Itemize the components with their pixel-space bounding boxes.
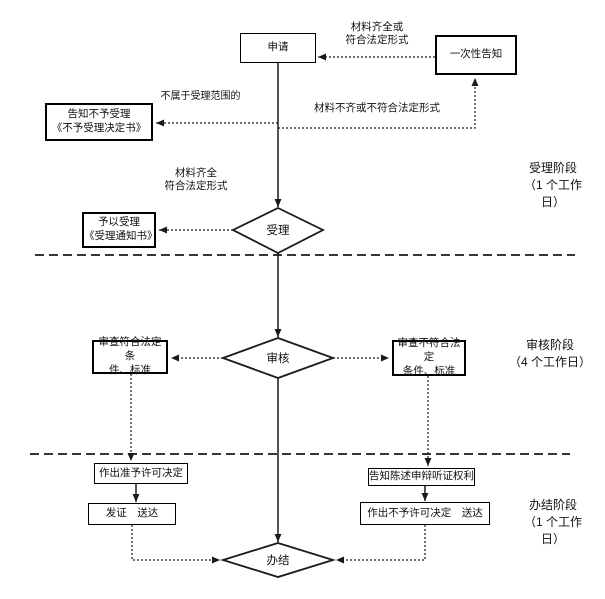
node-apply: 申请	[240, 33, 316, 63]
stage-label-review: 审核阶段 （4 个工作日）	[508, 338, 591, 369]
edge-label-incomplete: 材料不齐或不符合法定形式	[314, 102, 440, 114]
accept-diamond-shape	[230, 206, 326, 255]
review-diamond-shape	[220, 337, 336, 379]
node-reject-notice: 告知不予受理 《不予受理决定书》	[45, 103, 153, 141]
node-issue-deliver: 发证 送达	[88, 503, 176, 525]
node-review-fail: 审查不符合法定 条件、标准	[392, 337, 466, 377]
node-one-time-notice: 一次性告知	[435, 35, 517, 75]
dotted-issue-to-finish	[131, 525, 220, 564]
node-grant-decision: 作出准予许可决定	[94, 463, 188, 484]
stage-label-accept: 受理阶段 （1 个工作 日）	[523, 161, 582, 209]
node-accept-notice: 予以受理 《受理通知书》	[82, 212, 158, 248]
diamond-accept-label: 受理	[266, 225, 290, 237]
edge-label-out-of-scope: 不属于受理范围的	[160, 91, 241, 102]
node-hearing-rights: 告知陈述申辩听证权利	[368, 468, 475, 486]
diamond-finish-label: 办结	[266, 555, 290, 567]
finish-diamond-shape	[219, 542, 337, 578]
dotted-deny-to-finish	[336, 525, 426, 564]
edge-label-complete-or-legal: 材料齐全或 符合法定形式	[345, 21, 409, 47]
node-review-pass: 审查符合法定条 件、标准	[92, 336, 168, 376]
stage-label-finish: 办结阶段 （1 个工作 日）	[523, 498, 582, 546]
edge-label-complete-legal: 材料齐全 符合法定形式	[164, 167, 228, 193]
dotted-incomplete-to-notice	[278, 78, 479, 129]
diamond-review-label: 审核	[266, 353, 290, 365]
node-deny-decision: 作出不予许可决定 送达	[360, 502, 490, 525]
